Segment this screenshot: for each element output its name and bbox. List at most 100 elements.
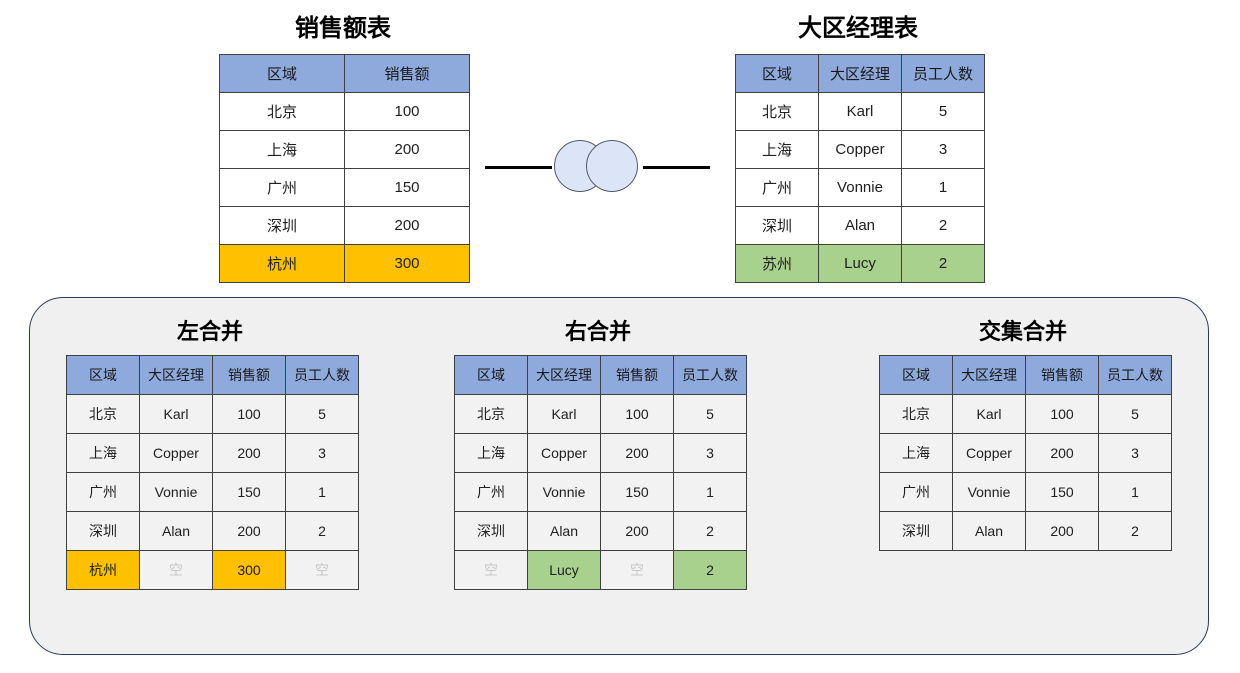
table-cell: 1 [673, 472, 747, 512]
column-header: 大区经理 [139, 355, 213, 395]
table-cell-empty: 空 [139, 550, 213, 590]
table-cell: 北京 [454, 394, 528, 434]
table-cell: Karl [952, 394, 1026, 434]
connector-line-left [485, 166, 552, 169]
column-header: 员工人数 [1098, 355, 1172, 395]
table-cell: 2 [1098, 511, 1172, 551]
column-header: 员工人数 [673, 355, 747, 395]
table-cell: 150 [1025, 472, 1099, 512]
column-header: 销售额 [212, 355, 286, 395]
venn-connector [485, 140, 710, 195]
table-cell: 5 [1098, 394, 1172, 434]
table-header-row: 区域大区经理员工人数 [735, 54, 985, 93]
column-header: 区域 [66, 355, 140, 395]
table-cell: Lucy [818, 244, 902, 283]
column-header: 区域 [219, 54, 345, 93]
table-header-row: 区域大区经理销售额员工人数 [66, 355, 359, 395]
table-cell: 200 [600, 511, 674, 551]
column-header: 大区经理 [818, 54, 902, 93]
title-sales-table: 销售额表 [295, 15, 391, 42]
table-cell: 2 [673, 511, 747, 551]
table-cell: Vonnie [139, 472, 213, 512]
table-cell: Alan [139, 511, 213, 551]
table-cell: 深圳 [66, 511, 140, 551]
table-cell: 100 [212, 394, 286, 434]
table-cell: Vonnie [818, 168, 902, 207]
table-cell: 300 [344, 244, 470, 283]
table-cell: 200 [212, 433, 286, 473]
table-cell: Copper [818, 130, 902, 169]
column-header: 销售额 [344, 54, 470, 93]
table-cell: 150 [600, 472, 674, 512]
table-cell: 北京 [66, 394, 140, 434]
table-cell: Copper [527, 433, 601, 473]
table-cell: Vonnie [527, 472, 601, 512]
table-cell-empty: 空 [285, 550, 359, 590]
table-header-row: 区域销售额 [219, 54, 470, 93]
table-cell: 100 [600, 394, 674, 434]
table-cell: 5 [673, 394, 747, 434]
table-cell: 广州 [454, 472, 528, 512]
table-cell: 3 [285, 433, 359, 473]
table-cell: 200 [212, 511, 286, 551]
table-cell: 2 [901, 206, 985, 245]
table-cell: 150 [344, 168, 470, 207]
table-cell: 上海 [219, 130, 345, 169]
table-cell: 广州 [879, 472, 953, 512]
table-cell: 上海 [735, 130, 819, 169]
connector-line-right [643, 166, 710, 169]
column-header: 员工人数 [901, 54, 985, 93]
table-cell: 2 [673, 550, 747, 590]
table-cell: Vonnie [952, 472, 1026, 512]
table-cell: 1 [285, 472, 359, 512]
table-cell: Karl [818, 92, 902, 131]
table-cell: Copper [952, 433, 1026, 473]
table-cell: 2 [901, 244, 985, 283]
table-cell: 200 [600, 433, 674, 473]
table-cell: 广州 [66, 472, 140, 512]
table-cell: 1 [1098, 472, 1172, 512]
table-cell: 广州 [735, 168, 819, 207]
table-cell: 上海 [66, 433, 140, 473]
table-cell: 广州 [219, 168, 345, 207]
table-cell: 上海 [454, 433, 528, 473]
table-cell: 深圳 [879, 511, 953, 551]
table-cell: 杭州 [66, 550, 140, 590]
table-cell: 杭州 [219, 244, 345, 283]
column-header: 区域 [454, 355, 528, 395]
table-cell: Copper [139, 433, 213, 473]
table-cell-empty: 空 [454, 550, 528, 590]
title-manager-table: 大区经理表 [798, 15, 918, 42]
table-cell: 200 [344, 130, 470, 169]
table-cell: 300 [212, 550, 286, 590]
column-header: 销售额 [1025, 355, 1099, 395]
table-cell: 1 [901, 168, 985, 207]
table-cell: Karl [527, 394, 601, 434]
table-header-row: 区域大区经理销售额员工人数 [454, 355, 747, 395]
column-header: 销售额 [600, 355, 674, 395]
